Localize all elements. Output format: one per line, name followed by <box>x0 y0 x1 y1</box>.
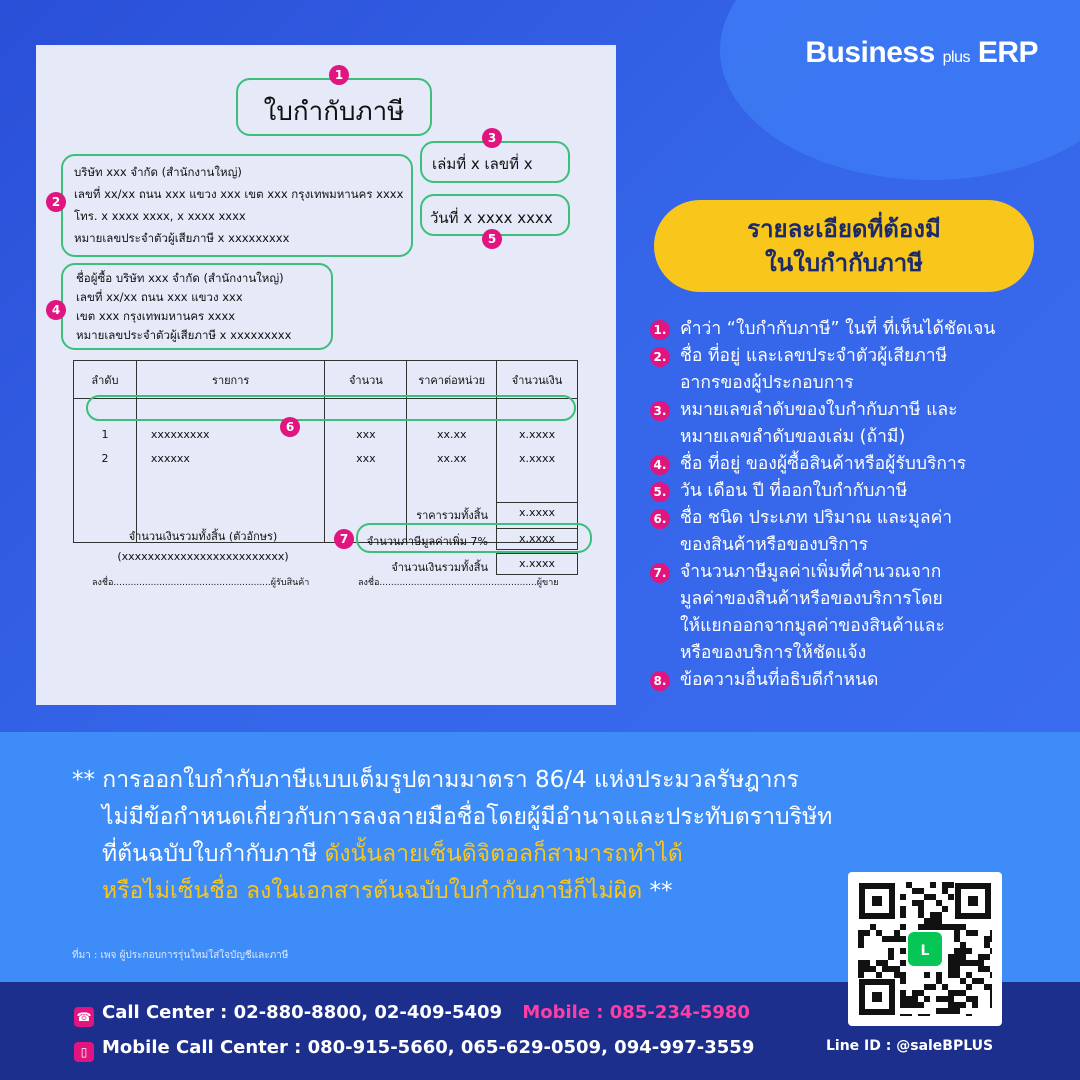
total-label: ราคารวมทั้งสิ้น <box>416 509 488 522</box>
requirement-item: 8.ข้อความอื่นที่อธิบดีกำหนด <box>650 667 1070 694</box>
grand-total-label: จำนวนเงินรวมทั้งสิ้น <box>391 561 488 574</box>
amount-in-words: จำนวนเงินรวมทั้งสิ้น (ตัวอักษร) (xxxxxxx… <box>117 530 289 563</box>
requirement-number: 6. <box>650 509 670 529</box>
svg-text:L: L <box>921 943 930 959</box>
requirement-number: 8. <box>650 671 670 691</box>
brand-logo: Business plus ERP <box>805 36 1038 69</box>
items-frame <box>86 395 576 421</box>
qr-code-image: L <box>858 882 996 1020</box>
line-qr-code[interactable]: L <box>848 872 1002 1026</box>
vat-label: จำนวนภาษีมูลค่าเพิ่ม 7% <box>366 535 488 548</box>
marker-3: 3 <box>482 128 502 148</box>
requirement-number: 1. <box>650 320 670 340</box>
requirement-item: 1.คำว่า “ใบกำกับภาษี” ในที่ ที่เห็นได้ชั… <box>650 316 1070 343</box>
total-value: x.xxxx <box>496 502 578 524</box>
requirement-number: 7. <box>650 563 670 583</box>
line-id: Line ID : @saleBPLUS <box>826 1038 994 1054</box>
vat-value: x.xxxx <box>496 528 578 550</box>
requirement-number: 3. <box>650 401 670 421</box>
buyer-info: ชื่อผู้ซื้อ บริษัท xxx จำกัด (สำนักงานให… <box>76 271 292 342</box>
table-row: 1 xxxxxxxxx xxx xx.xx x.xxxx <box>73 422 578 447</box>
decorative-blob <box>720 0 1080 180</box>
requirement-number: 2. <box>650 347 670 367</box>
vat-frame <box>356 523 592 553</box>
line-app-icon <box>908 932 942 966</box>
grand-total-value: x.xxxx <box>496 553 578 575</box>
requirement-item: 3.หมายเลขลำดับของใบกำกับภาษี และหมายเลขล… <box>650 397 1070 451</box>
seller-info: บริษัท xxx จำกัด (สำนักงานใหญ่) เลขที่ x… <box>74 165 404 245</box>
requirement-number: 5. <box>650 482 670 502</box>
requirement-item: 6.ชื่อ ชนิด ประเภท ปริมาณ และมูลค่าของสิ… <box>650 505 1070 559</box>
phone-icon: ☎ <box>74 1007 94 1027</box>
marker-6: 6 <box>280 417 300 437</box>
marker-2: 2 <box>46 192 66 212</box>
call-center: ☎Call Center : 02-880-8800, 02-409-5409 … <box>74 1002 750 1027</box>
legal-note: ** การออกใบกำกับภาษีแบบเต็มรูปตามมาตรา 8… <box>72 767 833 904</box>
requirements-heading: รายละเอียดที่ต้องมี ในใบกำกับภาษี <box>654 200 1034 292</box>
book-number: เล่มที่ x เลขที่ x <box>432 155 533 173</box>
requirements-list: 1.คำว่า “ใบกำกับภาษี” ในที่ ที่เห็นได้ชั… <box>650 316 1070 694</box>
seller-signature-line: ลงชื่อ..................................… <box>358 578 559 588</box>
tax-invoice-document: 1 ใบกำกับภาษี 2 บริษัท xxx จำกัด (สำนักง… <box>36 45 616 705</box>
table-row: 2 xxxxxx xxx xx.xx x.xxxx <box>73 446 578 471</box>
requirement-item: 4.ชื่อ ที่อยู่ ของผู้ซื้อสินค้าหรือผู้รั… <box>650 451 1070 478</box>
mobile-call-center: ▯Mobile Call Center : 080-915-5660, 065-… <box>74 1037 754 1062</box>
requirement-item: 2.ชื่อ ที่อยู่ และเลขประจำตัวผู้เสียภาษี… <box>650 343 1070 397</box>
marker-1: 1 <box>329 65 349 85</box>
marker-5: 5 <box>482 229 502 249</box>
invoice-date: วันที่ x xxxx xxxx <box>430 209 553 227</box>
buyer-signature-line: ลงชื่อ..................................… <box>92 578 310 588</box>
marker-4: 4 <box>46 300 66 320</box>
table-header-row: ลำดับ รายการ จำนวน ราคาต่อหน่วย จำนวนเงิ… <box>73 360 578 399</box>
mobile-phone-icon: ▯ <box>74 1042 94 1062</box>
invoice-title: ใบกำกับภาษี <box>263 97 405 127</box>
requirement-item: 5.วัน เดือน ปี ที่ออกใบกำกับภาษี <box>650 478 1070 505</box>
source-credit: ที่มา : เพจ ผู้ประกอบการรุ่นใหม่ใส่ใจบัญ… <box>72 950 289 961</box>
marker-7: 7 <box>334 529 354 549</box>
requirement-item: 7.จำนวนภาษีมูลค่าเพิ่มที่คำนวณจากมูลค่าข… <box>650 559 1070 667</box>
requirement-number: 4. <box>650 455 670 475</box>
